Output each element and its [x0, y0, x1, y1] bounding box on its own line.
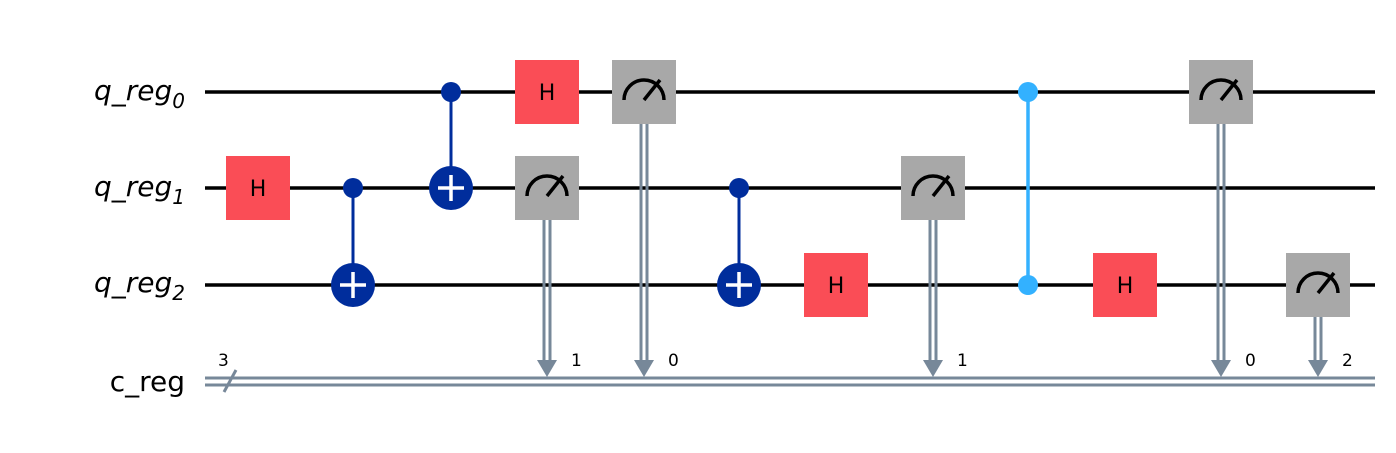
measure-gate-12: 2	[1286, 253, 1353, 377]
measure-arrow-icon	[1308, 360, 1328, 377]
measure-arrow-icon	[1211, 360, 1231, 377]
h-gate-label: H	[250, 177, 267, 202]
classical-register-label: c_reg	[110, 365, 185, 398]
qubit-index-1: 1	[172, 185, 185, 209]
measure-gate-4: 1	[515, 156, 582, 377]
control-dot-icon	[441, 82, 461, 102]
h-gate-box	[515, 60, 579, 124]
classical-bundle-slash	[222, 369, 238, 393]
meter-icon	[525, 174, 569, 197]
cz-dot-icon	[1018, 82, 1038, 102]
measure-gate-11: 0	[1189, 60, 1256, 377]
measure-box	[1189, 60, 1253, 124]
meter-icon	[1199, 78, 1243, 101]
qubit-label-1: q_reg1	[94, 170, 185, 209]
h-gate-0: H	[226, 156, 290, 220]
meter-needle	[642, 78, 662, 102]
h-gate-box	[804, 253, 868, 317]
meter-needle	[1316, 271, 1336, 295]
meter-needle	[1219, 78, 1239, 102]
cx-gate-2	[429, 82, 473, 210]
qubit-label-2: q_reg2	[94, 266, 185, 305]
h-gate-10: H	[1093, 253, 1157, 317]
h-gate-box	[226, 156, 290, 220]
meter-icon	[1296, 271, 1340, 294]
measure-box	[901, 156, 965, 220]
classical-bit-index: 0	[1245, 351, 1256, 371]
qubit-index-0: 0	[172, 89, 185, 113]
meter-needle	[545, 174, 565, 198]
measure-box	[515, 156, 579, 220]
classical-register-size: 3	[218, 351, 229, 371]
qubit-label-0: q_reg0	[94, 74, 185, 113]
h-gate-box	[1093, 253, 1157, 317]
measure-box	[1286, 253, 1350, 317]
qubit-name-0: q_reg	[94, 74, 172, 107]
measure-arrow-icon	[923, 360, 943, 377]
cx-gate-6	[717, 178, 761, 307]
measure-arrow-icon	[537, 360, 557, 377]
classical-bit-index: 2	[1342, 351, 1353, 371]
meter-icon	[622, 78, 666, 101]
cx-gate-1	[331, 178, 375, 307]
control-dot-icon	[729, 178, 749, 198]
cz-dot-icon	[1018, 275, 1038, 295]
h-gate-label: H	[539, 81, 556, 106]
classical-bit-index: 1	[957, 351, 968, 371]
measure-arrow-icon	[634, 360, 654, 377]
meter-icon	[911, 174, 955, 197]
gate-layer: H H 1 0 H 1 H 0 2	[226, 60, 1353, 377]
h-gate-label: H	[1117, 274, 1134, 299]
classical-bit-index: 1	[571, 351, 582, 371]
h-gate-label: H	[828, 274, 845, 299]
measure-gate-8: 1	[901, 156, 968, 377]
svg-text:q_reg0: q_reg0	[94, 74, 185, 113]
h-gate-3: H	[515, 60, 579, 124]
qubit-index-2: 2	[172, 281, 185, 305]
measure-gate-5: 0	[612, 60, 679, 377]
meter-needle	[931, 174, 951, 198]
svg-text:q_reg1: q_reg1	[94, 170, 185, 209]
cz-gate-9	[1018, 82, 1038, 295]
measure-box	[612, 60, 676, 124]
control-dot-icon	[343, 178, 363, 198]
classical-bit-index: 0	[668, 351, 679, 371]
svg-text:q_reg2: q_reg2	[94, 266, 185, 305]
h-gate-7: H	[804, 253, 868, 317]
qubit-name-2: q_reg	[94, 266, 172, 299]
qubit-name-1: q_reg	[94, 170, 172, 203]
